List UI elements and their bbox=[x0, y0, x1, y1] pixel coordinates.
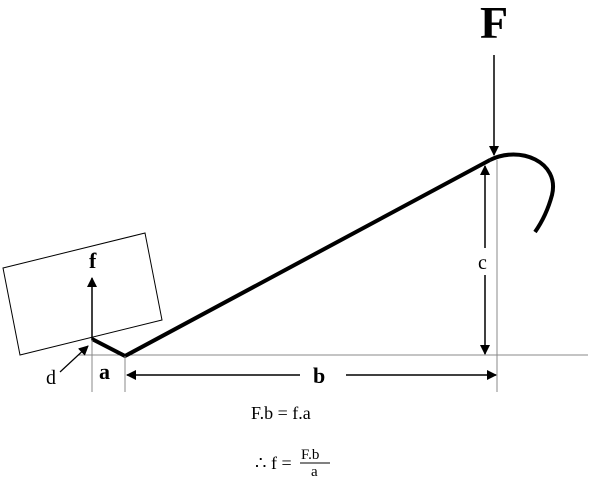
label-dimension-d: d bbox=[46, 367, 56, 389]
lever-bar bbox=[91, 158, 491, 359]
fraction-denominator: a bbox=[311, 464, 318, 480]
load-box bbox=[2, 232, 163, 356]
fraction-numerator: F.b bbox=[301, 447, 319, 463]
equation-balance: F.b = f.a bbox=[251, 403, 311, 423]
dimension-d-leader bbox=[59, 345, 89, 373]
label-force-f: f bbox=[89, 248, 97, 273]
label-force-F: F bbox=[480, 0, 508, 48]
equation-therefore: ∴ f = bbox=[255, 453, 292, 473]
label-dimension-b: b bbox=[313, 363, 325, 388]
label-dimension-c: c bbox=[478, 252, 487, 274]
lever-handle bbox=[489, 152, 556, 234]
label-dimension-a: a bbox=[99, 359, 110, 384]
